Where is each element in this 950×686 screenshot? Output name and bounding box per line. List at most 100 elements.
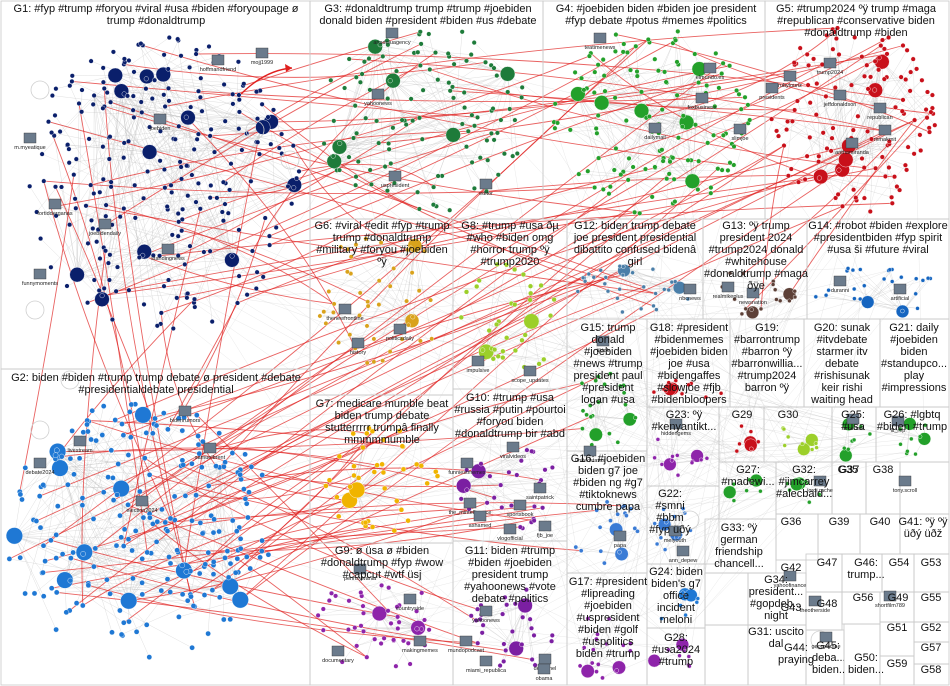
node-g5 — [868, 209, 873, 214]
node-g1 — [92, 191, 97, 196]
node-g12 — [606, 289, 610, 293]
node-g2 — [194, 413, 199, 418]
node-g5 — [905, 48, 910, 53]
node-g1 — [91, 102, 96, 107]
node-g3 — [446, 127, 461, 142]
node-g5 — [908, 70, 913, 75]
node-g2 — [18, 492, 23, 497]
node-g4 — [582, 88, 587, 93]
node-label: hoffmandfriend — [200, 67, 237, 73]
node-g4 — [732, 144, 737, 149]
node-g1 — [267, 243, 272, 248]
node-g4 — [594, 95, 609, 110]
node-g6 — [430, 337, 434, 341]
node-g3 — [495, 73, 500, 78]
node-g8 — [512, 302, 517, 307]
red-edge — [20, 175, 74, 492]
node-g23 — [656, 437, 660, 441]
node-g2 — [40, 570, 45, 575]
node-g17 — [594, 670, 598, 674]
node-g5 — [879, 43, 884, 48]
node-g9 — [329, 591, 334, 596]
node-g2 — [54, 532, 59, 537]
node-g11 — [530, 657, 535, 662]
node-g4 — [676, 136, 681, 141]
node-g1 — [192, 297, 197, 302]
node-g1 — [73, 197, 78, 202]
node-g3 — [389, 161, 394, 166]
node-g2 — [121, 543, 126, 548]
group-title-g32: G32: #jimcarrey #alecbald... — [776, 464, 832, 500]
node-g17 — [600, 676, 604, 680]
node-g2 — [155, 519, 160, 524]
node-g10 — [500, 505, 505, 510]
node-g12 — [592, 275, 596, 279]
node-g3 — [427, 32, 432, 37]
node-g8 — [521, 272, 526, 277]
node-thumbnail — [846, 138, 858, 148]
node-label: teatimenews — [585, 45, 616, 51]
node-g2 — [86, 583, 91, 588]
node-g1 — [140, 110, 145, 115]
node-g3 — [332, 119, 337, 124]
node-g3 — [485, 138, 490, 143]
node-g27 — [758, 489, 762, 493]
node-g16 — [624, 514, 628, 518]
node-g2 — [221, 617, 226, 622]
node-g4 — [676, 29, 681, 34]
node-g9 — [353, 625, 358, 630]
node-g23 — [653, 456, 657, 460]
node-g1 — [70, 267, 85, 282]
node-g9 — [419, 591, 424, 596]
node-thumbnail — [504, 524, 516, 534]
node-g4 — [681, 114, 686, 119]
node-g3 — [448, 89, 453, 94]
node-g2 — [104, 577, 109, 582]
node-g5 — [851, 128, 856, 133]
node-g4 — [622, 42, 627, 47]
node-label: election2024 — [126, 508, 157, 514]
node-g3 — [436, 174, 441, 179]
node-g7 — [334, 495, 339, 500]
node-g6 — [417, 289, 421, 293]
node-g2 — [125, 502, 130, 507]
node-thumbnail — [696, 93, 708, 103]
node-label: yahoonews — [364, 101, 392, 107]
node-g2 — [128, 435, 133, 440]
node-g2 — [233, 570, 238, 575]
node-label: makingmemes — [402, 648, 438, 654]
node-g1 — [202, 250, 207, 255]
group-title-g53: G53 — [914, 557, 948, 569]
node-g3 — [368, 168, 373, 173]
node-g3 — [383, 164, 388, 169]
group-title-g11: G11: biden #trump #biden #joebiden presi… — [454, 545, 566, 605]
node-g3 — [460, 122, 465, 127]
node-g5 — [808, 135, 813, 140]
node-thumbnail — [386, 28, 398, 38]
node-g14 — [846, 266, 850, 270]
node-g5 — [877, 55, 882, 60]
node-g4 — [601, 57, 606, 62]
node-g16 — [579, 549, 583, 553]
node-g1 — [274, 225, 279, 230]
node-g4 — [608, 184, 613, 189]
node-label: fortidderganas — [37, 211, 72, 217]
node-g2 — [206, 483, 211, 488]
node-g1 — [291, 185, 296, 190]
node-g5 — [769, 117, 774, 122]
node-g4 — [693, 123, 698, 128]
node-g2 — [266, 552, 271, 557]
node-g8 — [528, 284, 533, 289]
node-thumbnail — [256, 48, 268, 58]
node-g9 — [365, 655, 370, 660]
node-g5 — [903, 163, 908, 168]
node-g2 — [163, 520, 168, 525]
group-title-g17: G17: #president #lipreading #joebiden #u… — [568, 576, 648, 660]
node-g7 — [435, 474, 440, 479]
node-g2 — [93, 546, 98, 551]
node-g1 — [237, 93, 242, 98]
node-g10 — [525, 448, 530, 453]
group-title-g26: G26: #lgbtq #biden #trump — [876, 409, 948, 433]
node-label: meiyouth — [664, 538, 686, 544]
node-g3 — [492, 66, 497, 71]
